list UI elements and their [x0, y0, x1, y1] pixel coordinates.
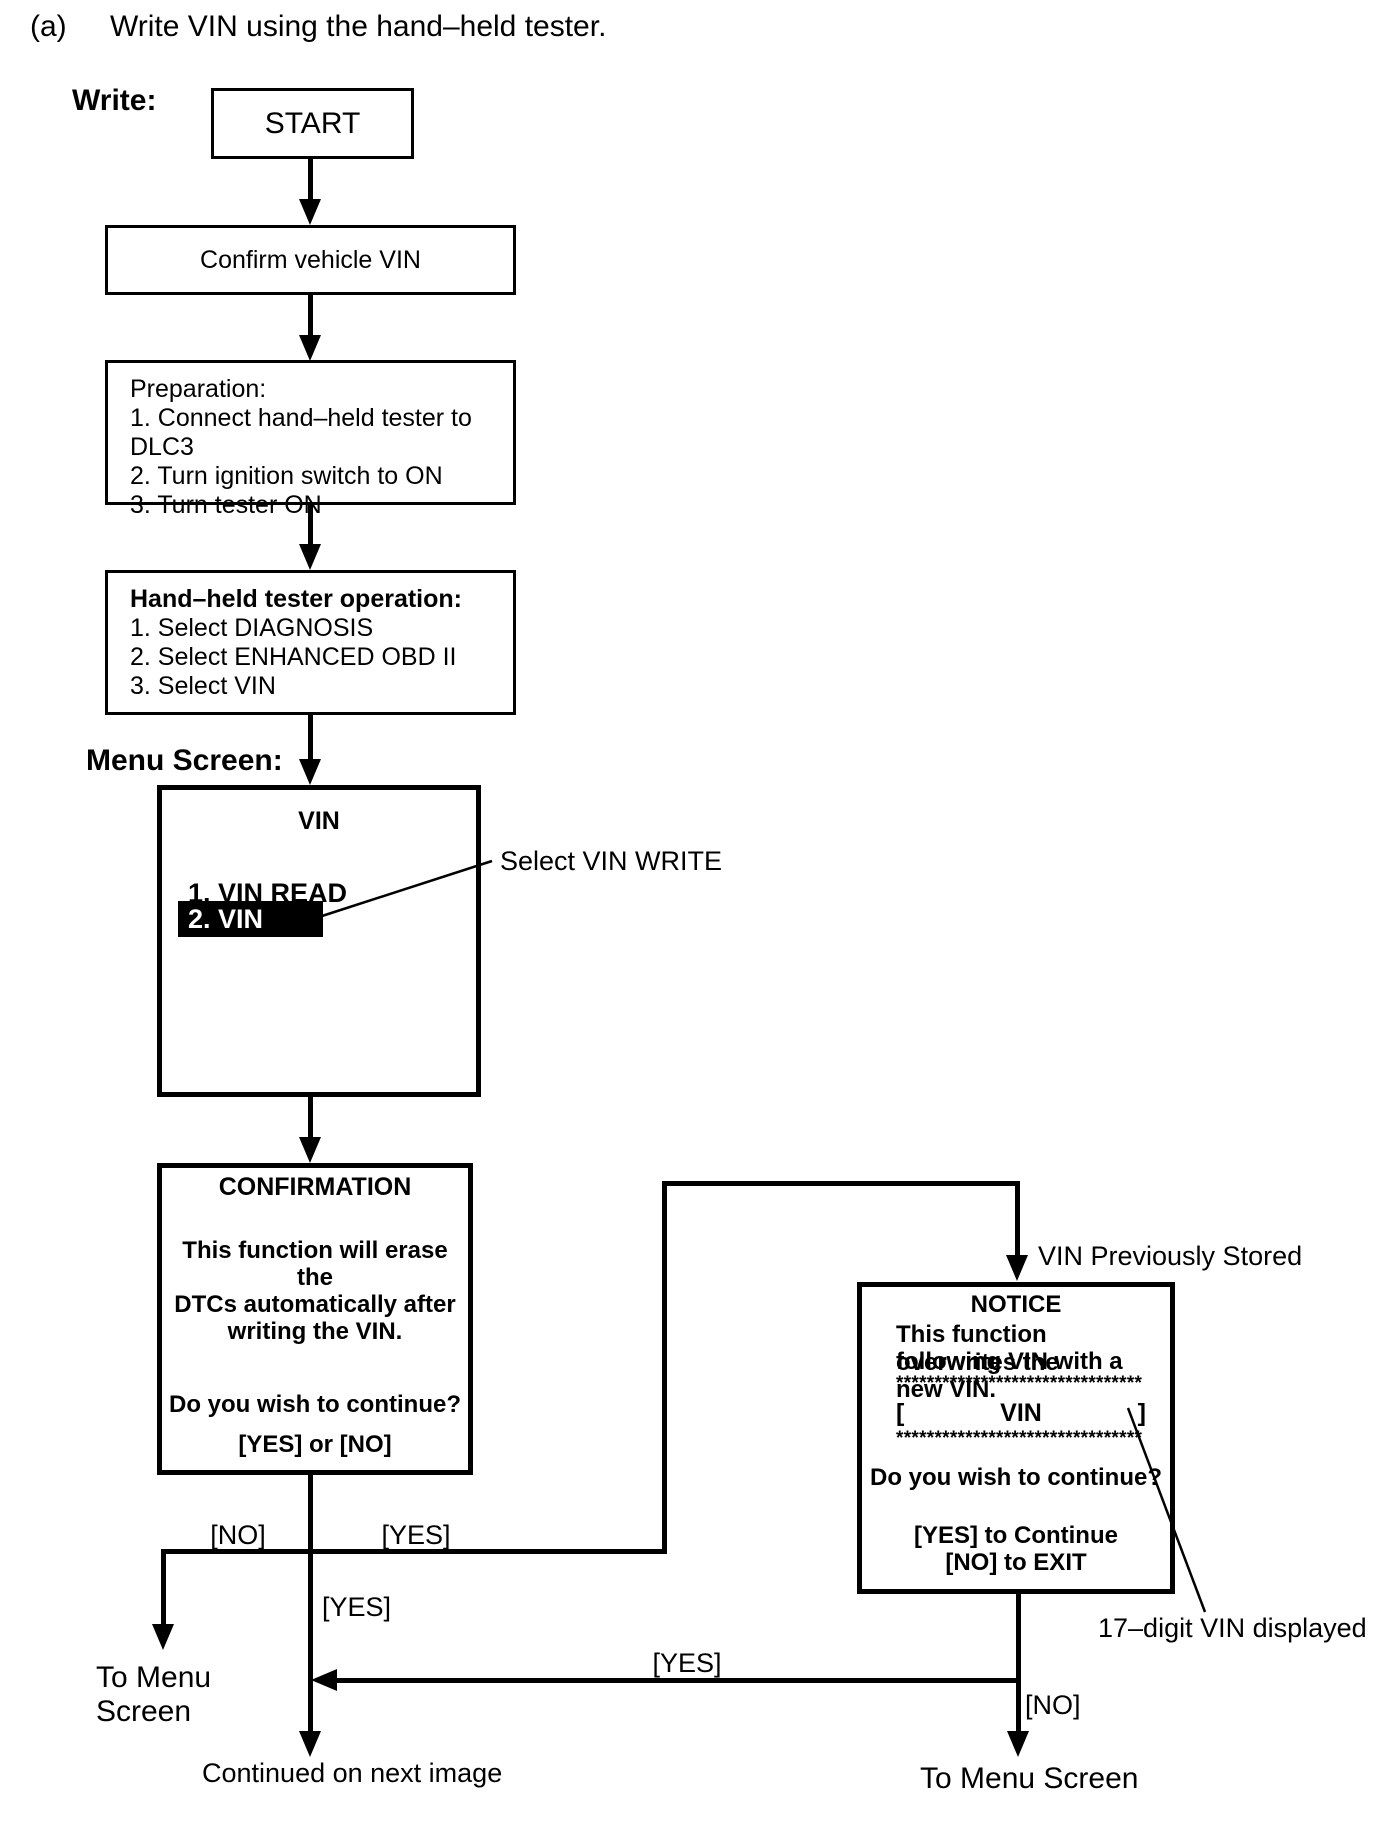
- preparation-title: Preparation:: [130, 375, 267, 403]
- flow-line: [662, 1181, 667, 1554]
- vin-menu-screen: VIN 1. VIN READ 2. VIN WRITE: [157, 785, 481, 1097]
- tester-operation-title: Hand–held tester operation:: [130, 585, 462, 613]
- vin-digits-annotation: 17–digit VIN displayed: [1098, 1613, 1367, 1643]
- vin-menu-title: VIN: [298, 807, 340, 835]
- notice-yes-action: [YES] to Continue: [914, 1522, 1118, 1549]
- exit-to-menu-left: To Menu Screen: [96, 1661, 211, 1729]
- flow-line: [308, 505, 313, 546]
- flow-line: [308, 1097, 313, 1139]
- flow-line: [308, 295, 313, 337]
- arrow-down-icon: [299, 1731, 321, 1757]
- branch-label-notice-yes: [YES]: [652, 1648, 722, 1678]
- notice-vin-bracket-close: ]: [1137, 1399, 1146, 1427]
- menu-screen-section-label: Menu Screen:: [86, 744, 283, 777]
- confirmation-body: This function will erase the DTCs automa…: [162, 1237, 468, 1345]
- exit-to-menu-right: To Menu Screen: [920, 1762, 1139, 1795]
- preparation-step: 1. Connect hand–held tester to DLC3: [130, 404, 472, 461]
- branch-label-yes-continue: [YES]: [322, 1592, 392, 1622]
- branch-label-yes: [YES]: [381, 1520, 451, 1550]
- notice-vin-row: [ VIN ]: [896, 1399, 1146, 1428]
- notice-body-line: following VIN with a new VIN.: [896, 1348, 1123, 1403]
- flow-line: [161, 1551, 166, 1626]
- flow-line: [662, 1181, 1020, 1186]
- flow-line: [308, 159, 313, 201]
- confirmation-options: [YES] or [NO]: [238, 1431, 392, 1458]
- confirmation-body-line: DTCs automatically after: [174, 1291, 456, 1318]
- notice-screen: NOTICE This function overwrites the foll…: [857, 1282, 1175, 1594]
- preparation-step: 2. Turn ignition switch to ON: [130, 462, 443, 490]
- arrow-down-icon: [1007, 1731, 1029, 1757]
- tester-operation-node: Hand–held tester operation: 1. Select DI…: [105, 570, 516, 715]
- notice-separator: ********************************: [896, 1373, 1143, 1394]
- tester-operation-step: 2. Select ENHANCED OBD II: [130, 643, 457, 671]
- list-index: (a): [30, 10, 67, 43]
- notice-question: Do you wish to continue?: [870, 1464, 1162, 1491]
- arrow-down-icon: [299, 759, 321, 785]
- select-vin-write-annotation: Select VIN WRITE: [500, 846, 723, 876]
- arrow-down-icon: [1006, 1255, 1028, 1281]
- confirmation-title: CONFIRMATION: [218, 1173, 412, 1201]
- start-node: START: [211, 88, 414, 159]
- branch-label-notice-no: [NO]: [1025, 1690, 1081, 1720]
- flow-line: [1016, 1594, 1021, 1733]
- confirmation-screen: CONFIRMATION This function will erase th…: [157, 1163, 473, 1475]
- flow-line: [308, 1475, 313, 1733]
- tester-operation-step: 3. Select VIN: [130, 672, 276, 700]
- notice-body-line: This function overwrites the: [896, 1321, 1059, 1376]
- confirmation-body-line: writing the VIN.: [227, 1318, 403, 1345]
- arrow-down-icon: [152, 1624, 174, 1650]
- notice-vin-label: VIN: [1000, 1399, 1042, 1427]
- page-title: Write VIN using the hand–held tester.: [110, 10, 607, 43]
- arrow-down-icon: [299, 1137, 321, 1163]
- exit-continued: Continued on next image: [202, 1758, 503, 1788]
- notice-vin-bracket-open: [: [896, 1399, 905, 1427]
- exit-to-menu-left-line: Screen: [96, 1695, 192, 1728]
- arrow-down-icon: [299, 335, 321, 361]
- flow-line: [1015, 1183, 1020, 1257]
- notice-no-action: [NO] to EXIT: [945, 1549, 1087, 1576]
- exit-to-menu-left-line: To Menu: [96, 1661, 212, 1694]
- tester-operation-step: 1. Select DIAGNOSIS: [130, 614, 374, 642]
- branch-label-no: [NO]: [210, 1520, 266, 1550]
- confirmation-question: Do you wish to continue?: [169, 1391, 461, 1418]
- preparation-step: 3. Turn tester ON: [130, 491, 322, 519]
- preparation-node: Preparation: 1. Connect hand–held tester…: [105, 360, 516, 519]
- confirm-vin-label: Confirm vehicle VIN: [200, 245, 421, 274]
- arrow-left-icon: [311, 1669, 337, 1691]
- arrow-down-icon: [299, 544, 321, 570]
- arrow-down-icon: [299, 199, 321, 225]
- write-section-label: Write:: [72, 84, 157, 117]
- start-node-label: START: [264, 106, 361, 140]
- confirm-vin-node: Confirm vehicle VIN: [105, 225, 516, 295]
- notice-separator: ********************************: [896, 1428, 1143, 1449]
- confirmation-body-line: This function will erase the: [182, 1237, 448, 1291]
- notice-title: NOTICE: [970, 1291, 1062, 1318]
- vin-previously-stored-annotation: VIN Previously Stored: [1038, 1241, 1303, 1271]
- menu-item-vin-write-selected: 2. VIN WRITE: [178, 901, 323, 970]
- flow-line: [161, 1549, 667, 1554]
- flow-line: [308, 715, 313, 760]
- flow-line: [334, 1678, 1018, 1683]
